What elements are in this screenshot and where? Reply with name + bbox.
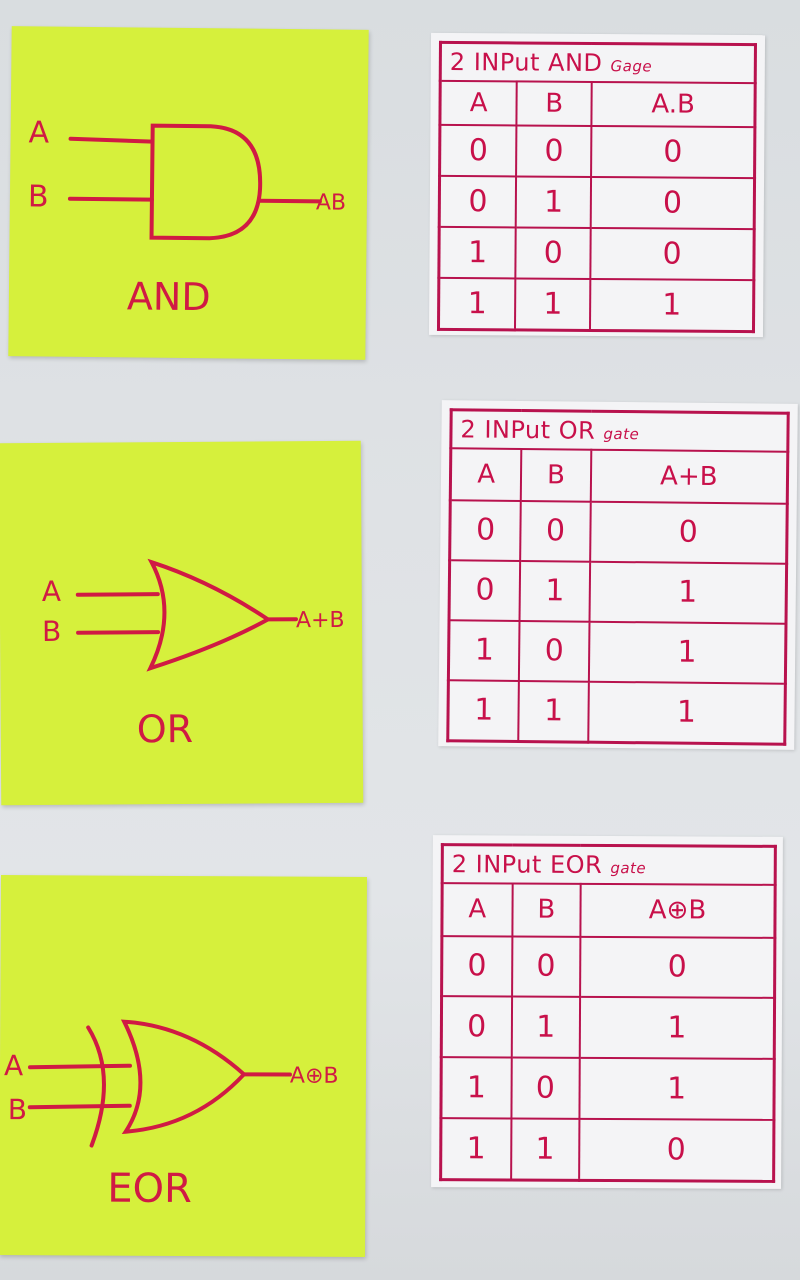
eor-truth-table-paper: 2 INPut EOR gate A B A⊕B 0 0 0 0 1 1 1 0… (431, 835, 783, 1189)
table-cell: 1 (579, 997, 775, 1059)
or-output-label: A+B (296, 608, 345, 633)
or-gate-symbol (146, 558, 272, 672)
eor-input-b-wire (27, 1103, 132, 1110)
table-cell: 0 (589, 501, 788, 564)
table-cell: 1 (579, 1057, 775, 1120)
eor-gate-symbol (120, 1019, 247, 1135)
table-cell: 1 (440, 1057, 512, 1119)
table-row: 1 0 0 (438, 226, 755, 280)
table-cell: 1 (515, 176, 592, 228)
table-cell: 1 (518, 680, 589, 743)
table-cell: 0 (519, 620, 590, 682)
eor-input-a-label: A (4, 1049, 23, 1082)
table-row: 0 0 0 (449, 500, 788, 564)
or-header-output: A+B (590, 449, 788, 504)
table-row: 1 1 1 (447, 679, 786, 745)
and-header-b: B (516, 81, 592, 127)
table-cell: 0 (441, 935, 512, 997)
or-table-title: 2 INPut OR gate (450, 409, 789, 452)
and-input-a-wire (68, 136, 155, 144)
and-table-title: 2 INPut AND Gage (440, 42, 756, 84)
eor-gate-name: EOR (107, 1166, 192, 1212)
and-gate-drawing: A B AB AND (28, 115, 346, 319)
table-cell: 0 (580, 936, 775, 999)
table-cell: 0 (439, 124, 517, 177)
table-cell: 0 (511, 936, 581, 998)
table-cell: 0 (590, 227, 755, 280)
table-row: 1 1 1 (438, 277, 754, 332)
table-cell: 1 (588, 621, 787, 684)
table-cell: 0 (441, 996, 512, 1058)
and-input-b-wire (67, 196, 154, 202)
or-truth-table: 2 INPut OR gate A B A+B 0 0 0 0 1 1 1 0 … (446, 408, 790, 746)
eor-input-a-wire (27, 1063, 133, 1070)
and-sticky-note: A B AB AND (8, 26, 369, 360)
table-cell: 1 (519, 560, 590, 622)
table-row: 0 0 0 (441, 935, 775, 999)
table-cell: 1 (448, 619, 520, 681)
table-cell: 0 (439, 175, 517, 228)
table-row: 0 1 0 (439, 175, 755, 230)
eor-header-a: A (441, 883, 513, 937)
eor-table-title: 2 INPut EOR gate (442, 844, 776, 885)
and-gate-symbol (149, 123, 263, 241)
table-row: 1 0 1 (448, 619, 787, 684)
and-truth-table: 2 INPut AND Gage A B A.B 0 0 0 0 1 0 1 0… (436, 40, 757, 334)
table-cell: 0 (510, 1057, 580, 1119)
or-header-b: B (521, 448, 591, 502)
eor-input-b-label: B (8, 1093, 27, 1126)
table-cell: 0 (591, 126, 755, 179)
or-gate-drawing: A B A+B OR (42, 558, 345, 751)
eor-sticky-note: A B A⊕B EOR (0, 875, 367, 1257)
or-truth-table-paper: 2 INPut OR gate A B A+B 0 0 0 0 1 1 1 0 … (438, 400, 798, 750)
and-output-label: AB (316, 190, 346, 215)
table-cell: 1 (589, 561, 787, 624)
table-cell: 0 (515, 227, 591, 279)
eor-output-label: A⊕B (290, 1064, 339, 1089)
table-cell: 1 (587, 681, 786, 745)
or-header-a: A (450, 448, 522, 501)
or-input-b-label: B (42, 615, 61, 648)
table-cell: 1 (438, 226, 516, 279)
table-row: 1 1 0 (440, 1117, 774, 1182)
or-input-b-wire (76, 630, 161, 635)
and-input-a-label: A (28, 115, 49, 150)
eor-header-b: B (511, 883, 581, 937)
table-row: 0 1 1 (441, 996, 775, 1059)
table-row: 0 0 0 (439, 124, 755, 179)
eor-gate-drawing: A B A⊕B EOR (4, 1019, 339, 1212)
table-cell: 0 (590, 176, 755, 230)
table-cell: 1 (447, 679, 520, 742)
table-cell: 1 (590, 278, 754, 332)
and-header-a: A (439, 80, 517, 126)
or-input-a-wire (75, 592, 160, 597)
and-output-wire (257, 198, 322, 204)
and-header-output: A.B (591, 81, 756, 128)
and-truth-table-paper: 2 INPut AND Gage A B A.B 0 0 0 0 1 0 1 0… (428, 32, 766, 338)
eor-header-output: A⊕B (580, 883, 776, 938)
table-cell: 0 (516, 125, 592, 177)
table-cell: 1 (510, 1118, 580, 1181)
eor-truth-table: 2 INPut EOR gate A B A⊕B 0 0 0 0 1 1 1 0… (439, 843, 777, 1183)
table-row: 0 1 1 (449, 560, 787, 624)
table-cell: 1 (438, 277, 516, 330)
table-cell: 1 (511, 996, 581, 1058)
table-cell: 0 (449, 560, 521, 621)
table-cell: 0 (449, 500, 522, 561)
and-input-b-label: B (28, 179, 49, 214)
table-cell: 1 (440, 1117, 511, 1180)
and-gate-name: AND (127, 274, 211, 319)
eor-extra-curve (86, 1025, 106, 1148)
table-row: 1 0 1 (440, 1057, 775, 1120)
table-cell: 1 (515, 278, 591, 331)
or-gate-name: OR (137, 707, 194, 751)
table-cell: 0 (579, 1118, 774, 1182)
or-input-a-label: A (42, 575, 61, 608)
or-sticky-note: A B A+B OR (0, 440, 364, 806)
table-cell: 0 (520, 500, 591, 562)
